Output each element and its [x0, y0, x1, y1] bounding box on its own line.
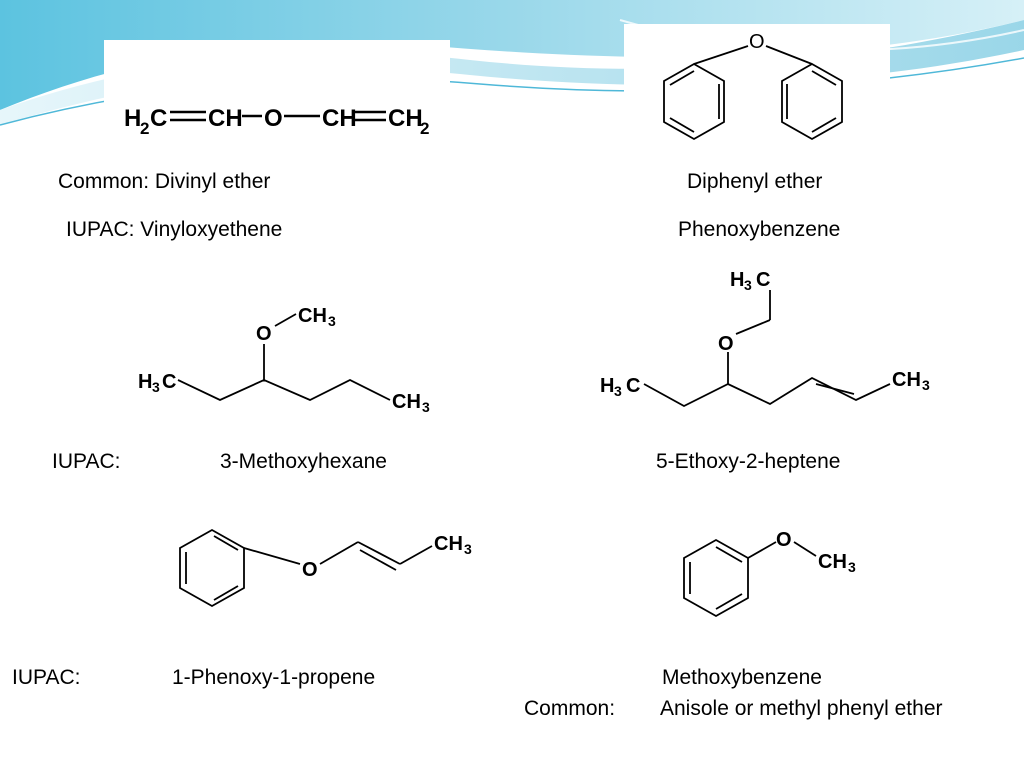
anisole-iupac-label: Methoxybenzene [662, 666, 822, 689]
atom-h-subscript: 2 [140, 119, 149, 138]
atom-h3c-h: H [138, 371, 152, 393]
anisole-common-name: Anisole or methyl phenyl ether [660, 697, 943, 720]
atom-ch3-subscript: 3 [922, 377, 930, 393]
atom-ch3-right-subscript: 3 [422, 399, 430, 415]
divinyl-iupac-label: IUPAC: Vinyloxyethene [66, 218, 283, 241]
atom-oxygen: O [776, 529, 792, 551]
divinyl-common-label: Common: Divinyl ether [58, 170, 271, 193]
atom-ch3-subscript: 3 [848, 559, 856, 575]
ethoxyheptene-structure: H 3 C O H 3 C CH 3 [594, 262, 954, 428]
atom-ch3-subscript: 3 [464, 541, 472, 557]
atom-ch-left: CH [208, 105, 243, 132]
atom-h3c-top-c: C [756, 269, 770, 291]
atom-h3c-left-subscript: 3 [614, 383, 622, 399]
ethoxyheptene-name: 5-Ethoxy-2-heptene [656, 450, 841, 473]
anisole-common-prefix: Common: [524, 697, 616, 720]
atom-h3c-c: C [162, 371, 176, 393]
methoxyhexane-structure: O CH 3 H 3 C CH 3 [138, 276, 474, 442]
atom-oxygen: O [749, 31, 765, 53]
atom-oxygen: O [718, 333, 734, 355]
atom-h: H [124, 105, 141, 132]
atom-h3c-left-h: H [600, 375, 614, 397]
atom-h3c-subscript: 3 [152, 379, 160, 395]
phenoxypropene-prefix: IUPAC: [12, 666, 81, 689]
atom-ch-right: CH [322, 105, 357, 132]
atom-ch2-subscript: 2 [420, 119, 429, 138]
atom-oxygen: O [302, 559, 318, 581]
divinyl-ether-structure: H 2 C CH O CH CH 2 [104, 40, 450, 164]
methoxyhexane-name: 3-Methoxyhexane [220, 450, 387, 473]
anisole-structure: O CH 3 [650, 490, 878, 660]
atom-ch3: CH [892, 369, 921, 391]
atom-ch3-top: CH [298, 305, 327, 327]
phenoxypropene-name: 1-Phenoxy-1-propene [172, 666, 376, 689]
atom-ch3-top-subscript: 3 [328, 313, 336, 329]
atom-ch3-right: CH [392, 391, 421, 413]
atom-h3c-left-c: C [626, 375, 640, 397]
diphenyl-ether-structure: O [624, 24, 890, 168]
atom-ch3: CH [818, 551, 847, 573]
phenoxypropene-structure: O CH 3 [138, 484, 480, 626]
atom-ch2-right: CH [388, 105, 423, 132]
atom-h3c-top-h: H [730, 269, 744, 291]
diphenyl-iupac-label: Phenoxybenzene [678, 218, 841, 241]
atom-oxygen: O [264, 105, 283, 132]
atom-oxygen: O [256, 323, 272, 345]
atom-ch3: CH [434, 533, 463, 555]
methoxyhexane-prefix: IUPAC: [52, 450, 121, 473]
diphenyl-common-label: Diphenyl ether [687, 170, 823, 193]
atom-h3c-top-subscript: 3 [744, 277, 752, 293]
atom-c: C [150, 105, 167, 132]
